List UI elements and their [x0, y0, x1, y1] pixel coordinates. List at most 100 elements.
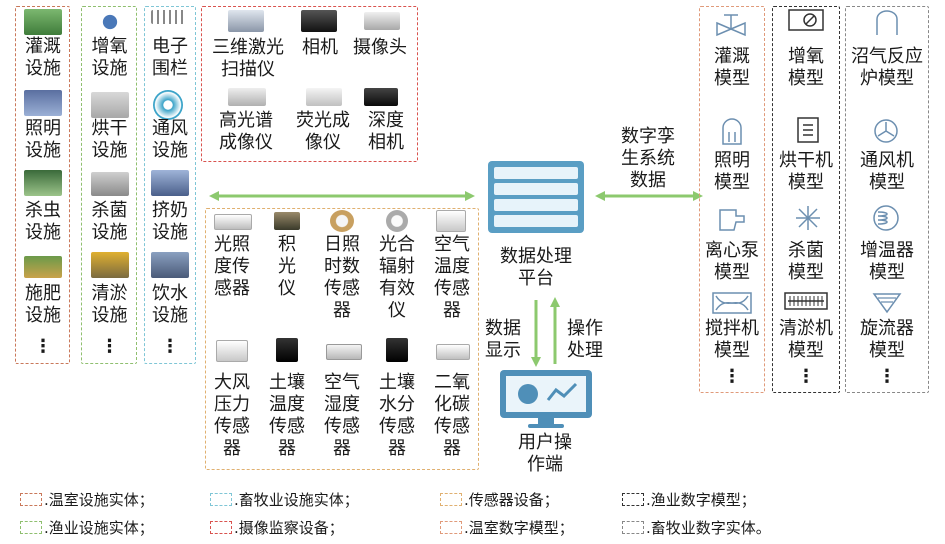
livestock-model-item: 旋流器 模型 [860, 318, 914, 361]
camera-device-item: 摄像头 [353, 37, 407, 58]
sensor-item: 光照 度传 感器 [214, 234, 250, 299]
greenhouse-facility-group [15, 6, 70, 364]
livestock-facility-item: 挤奶 设施 [152, 200, 188, 243]
sensor-item: 日照 时数 传感 器 [324, 234, 360, 321]
legend-swatch [622, 493, 644, 506]
legend-item: .渔业设施实体； [20, 518, 154, 538]
soil-temperature-sensor-image [276, 338, 298, 362]
livestock-model-group [845, 6, 929, 393]
camera-device-item: 三维激光 扫描仪 [212, 37, 284, 80]
lamp-icon [722, 118, 742, 145]
fishery-model-item: 杀菌 模型 [788, 240, 824, 283]
greenhouse-model-item: 照明 模型 [714, 150, 750, 193]
par-sensor-image [386, 210, 408, 232]
lighting-facility-image [24, 90, 62, 116]
co2-sensor-image [436, 344, 470, 360]
legend-item: .摄像监察设备； [210, 518, 344, 538]
twin-data-label: 数字孪 生系统 数据 [621, 126, 675, 191]
milking-facility-image [151, 170, 189, 196]
platform-label: 数据处理 平台 [500, 246, 572, 289]
insecticide-facility-image [24, 170, 62, 196]
legend-swatch [440, 493, 462, 506]
camera-device-item: 高光谱 成像仪 [219, 110, 273, 153]
more-ellipsis: ⋮ [100, 336, 119, 357]
legend-label: .渔业数字模型； [646, 491, 756, 509]
fluorescence-imager-image [306, 88, 342, 106]
sensor-item: 积 光 仪 [278, 234, 296, 299]
valve-icon [716, 14, 746, 37]
legend-swatch [440, 521, 462, 534]
legend-item: .畜牧业数字实体。 [622, 518, 771, 538]
greenhouse-facility-item: 杀虫 设施 [25, 200, 61, 243]
operation-label: 操作 处理 [567, 318, 603, 361]
ventilation-fan-image [153, 90, 183, 120]
fishery-facility-item: 杀菌 设施 [91, 200, 128, 243]
sunshine-duration-sensor-image [330, 210, 354, 232]
sensor-device-group [205, 208, 479, 470]
legend-label: .传感器设备； [464, 491, 559, 509]
greenhouse-model-item: 离心泵 模型 [705, 240, 759, 283]
legend-item: .传感器设备； [440, 490, 559, 510]
hyperspectral-imager-image [228, 88, 266, 106]
legend-label: .温室设施实体； [44, 491, 154, 509]
sensor-item: 大风 压力 传感 器 [214, 372, 250, 459]
mixer-icon [712, 292, 752, 314]
fishery-facility-item: 烘干 设施 [91, 118, 128, 161]
greenhouse-model-item: 搅拌机 模型 [705, 318, 759, 361]
legend-swatch [210, 493, 232, 506]
aerator-facility-image [91, 9, 129, 35]
wind-pressure-sensor-image [216, 340, 248, 362]
fishery-model-item: 增氧 模型 [788, 46, 824, 89]
fishery-facility-group [81, 6, 137, 364]
livestock-model-item: 通风机 模型 [860, 150, 914, 193]
cyclone-separator-icon [872, 293, 902, 314]
legend-label: .温室数字模型； [464, 519, 574, 537]
sterilizer-icon [796, 206, 820, 230]
drinking-facility-image [151, 252, 189, 278]
livestock-model-item: 沼气反应 炉模型 [851, 46, 923, 89]
camera-device-group [201, 6, 418, 162]
irrigation-facility-image [24, 9, 62, 35]
air-temperature-sensor-image [436, 210, 466, 232]
legend-label: .渔业设施实体； [44, 519, 154, 537]
camera-device-item: 荧光成 像仪 [296, 110, 350, 153]
greenhouse-facility-item: 照明 设施 [25, 118, 61, 161]
legend-label: .摄像监察设备； [234, 519, 344, 537]
depth-camera-image [364, 88, 398, 106]
fishery-model-group [772, 6, 840, 393]
camera-image [301, 10, 337, 32]
fishery-facility-item: 增氧 设施 [91, 36, 128, 79]
livestock-model-item: 增温器 模型 [860, 240, 914, 283]
legend-item: .畜牧业设施实体； [210, 490, 359, 510]
heater-icon [873, 205, 899, 231]
more-ellipsis: ⋮ [878, 366, 896, 387]
monitor-icon [498, 368, 594, 430]
sensor-item: 土壤 温度 传感 器 [269, 372, 305, 459]
fishery-facility-item: 清淤 设施 [91, 283, 128, 326]
legend-item: .温室设施实体； [20, 490, 154, 510]
legend-label: .畜牧业数字实体。 [646, 519, 771, 537]
fertilizer-facility-image [24, 256, 62, 278]
dryer-icon [797, 117, 819, 143]
surveillance-camera-image [364, 12, 400, 30]
greenhouse-facility-item: 灌溉 设施 [25, 36, 61, 79]
dredger-icon [784, 292, 828, 310]
aerator-icon [788, 9, 824, 31]
display-label: 数据 显示 [485, 318, 521, 361]
server-rack-icon [482, 157, 590, 237]
sterilizer-facility-image [91, 172, 129, 196]
legend-swatch [210, 521, 232, 534]
greenhouse-facility-item: 施肥 设施 [25, 283, 61, 326]
more-ellipsis: ⋮ [723, 366, 741, 387]
more-ellipsis: ⋮ [161, 336, 179, 357]
sensor-item: 二氧 化碳 传感 器 [434, 372, 470, 459]
electronic-fence-image [151, 10, 187, 24]
more-ellipsis: ⋮ [34, 336, 52, 357]
camera-device-item: 深度 相机 [368, 110, 404, 153]
soil-moisture-sensor-image [386, 338, 408, 362]
laser-scanner-image [228, 10, 264, 32]
legend-label: .畜牧业设施实体； [234, 491, 359, 509]
legend-swatch [622, 521, 644, 534]
greenhouse-model-item: 灌溉 模型 [714, 46, 750, 89]
